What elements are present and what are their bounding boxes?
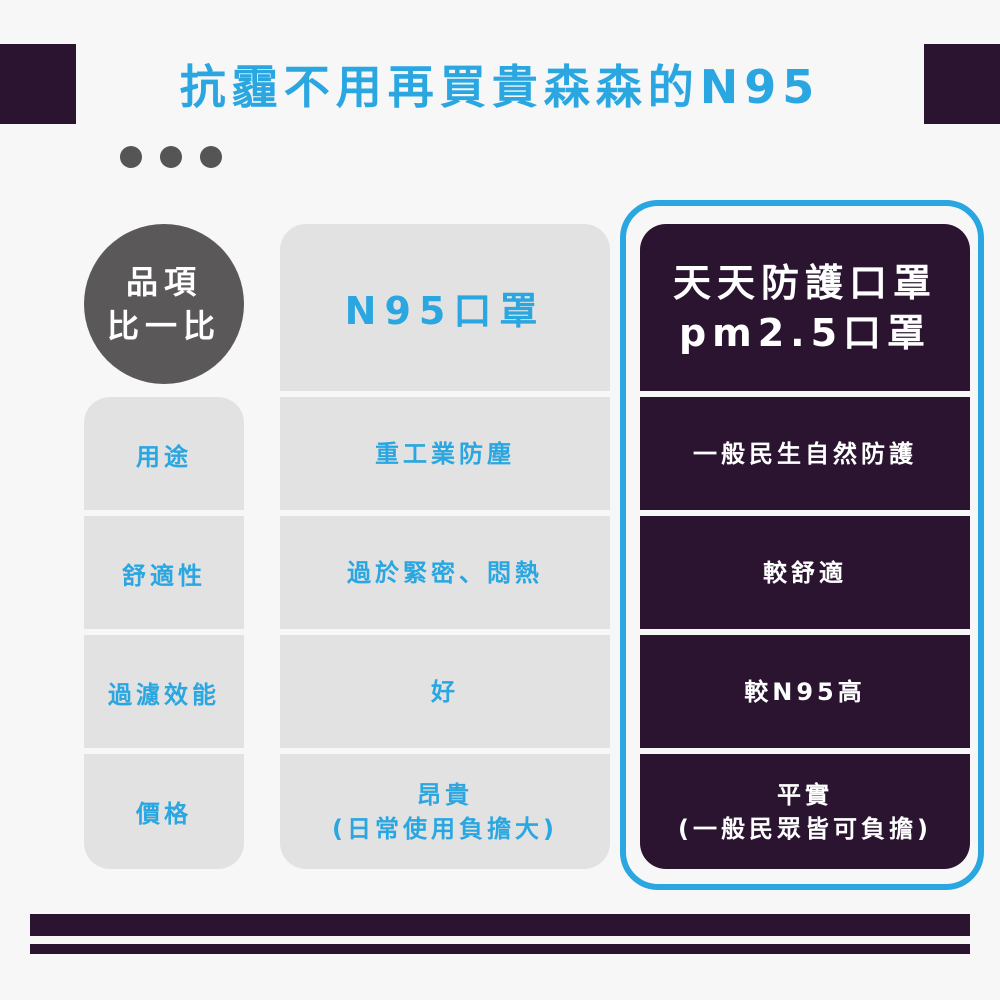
n95-header: N95口罩 <box>344 289 546 333</box>
title-left-bar <box>0 44 76 124</box>
row-divider <box>84 510 244 516</box>
bottom-bar-thin <box>30 944 970 954</box>
row-divider <box>84 748 244 754</box>
ours-cell-line: 平實 <box>777 780 833 809</box>
ours-header: 天天防護口罩 pm2.5口罩 <box>640 224 970 391</box>
ours-cell-line: (一般民眾皆可負擔) <box>678 814 932 843</box>
n95-cell: 重工業防塵 <box>280 397 610 511</box>
decor-dot <box>200 146 222 168</box>
ours-column <box>640 224 970 869</box>
n95-cell-line: 昂貴 <box>417 780 473 809</box>
n95-cell-line: 好 <box>431 678 459 706</box>
row-divider <box>280 391 610 397</box>
decor-dot <box>160 146 182 168</box>
n95-column <box>280 224 610 869</box>
item-compare-line1: 品項 <box>125 263 202 301</box>
row-divider <box>280 629 610 635</box>
ours-header-line1: 天天防護口罩 <box>672 260 937 305</box>
label-cell: 用途 <box>136 442 192 471</box>
n95-cell-line: 過於緊密、悶熱 <box>347 559 543 587</box>
label-cell: 價格 <box>136 800 192 828</box>
n95-cell: 好 <box>280 635 610 749</box>
decor-dot <box>120 146 142 168</box>
label-cell: 過濾效能 <box>108 680 220 709</box>
row-divider <box>280 510 610 516</box>
row-divider <box>640 510 970 516</box>
ours-cell-line: 一般民生自然防護 <box>693 440 917 468</box>
bottom-bar-thick <box>30 914 970 936</box>
ours-cell: 平實 (一般民眾皆可負擔) <box>640 754 970 869</box>
ours-cell: 較N95高 <box>640 635 970 749</box>
row-divider <box>280 748 610 754</box>
ours-cell: 一般民生自然防護 <box>640 397 970 511</box>
ours-cell: 較舒適 <box>640 516 970 630</box>
row-divider <box>640 391 970 397</box>
n95-cell: 過於緊密、悶熱 <box>280 516 610 630</box>
row-divider <box>640 629 970 635</box>
ours-cell-line: 較舒適 <box>763 559 847 587</box>
item-compare-badge: 品項 比一比 <box>84 224 244 384</box>
n95-cell-line: (日常使用負擔大) <box>332 814 558 843</box>
item-compare-line2: 比一比 <box>106 307 221 345</box>
page-title: 抗霾不用再買貴森森的N95 <box>179 60 821 114</box>
row-divider <box>640 748 970 754</box>
row-divider <box>84 629 244 635</box>
ours-header-line2: pm2.5口罩 <box>678 310 932 355</box>
ours-cell-line: 較N95高 <box>744 678 866 706</box>
n95-cell: 昂貴 (日常使用負擔大) <box>280 754 610 869</box>
n95-cell-line: 重工業防塵 <box>375 440 515 468</box>
label-cell: 舒適性 <box>122 561 206 590</box>
title-right-bar <box>924 44 1000 124</box>
